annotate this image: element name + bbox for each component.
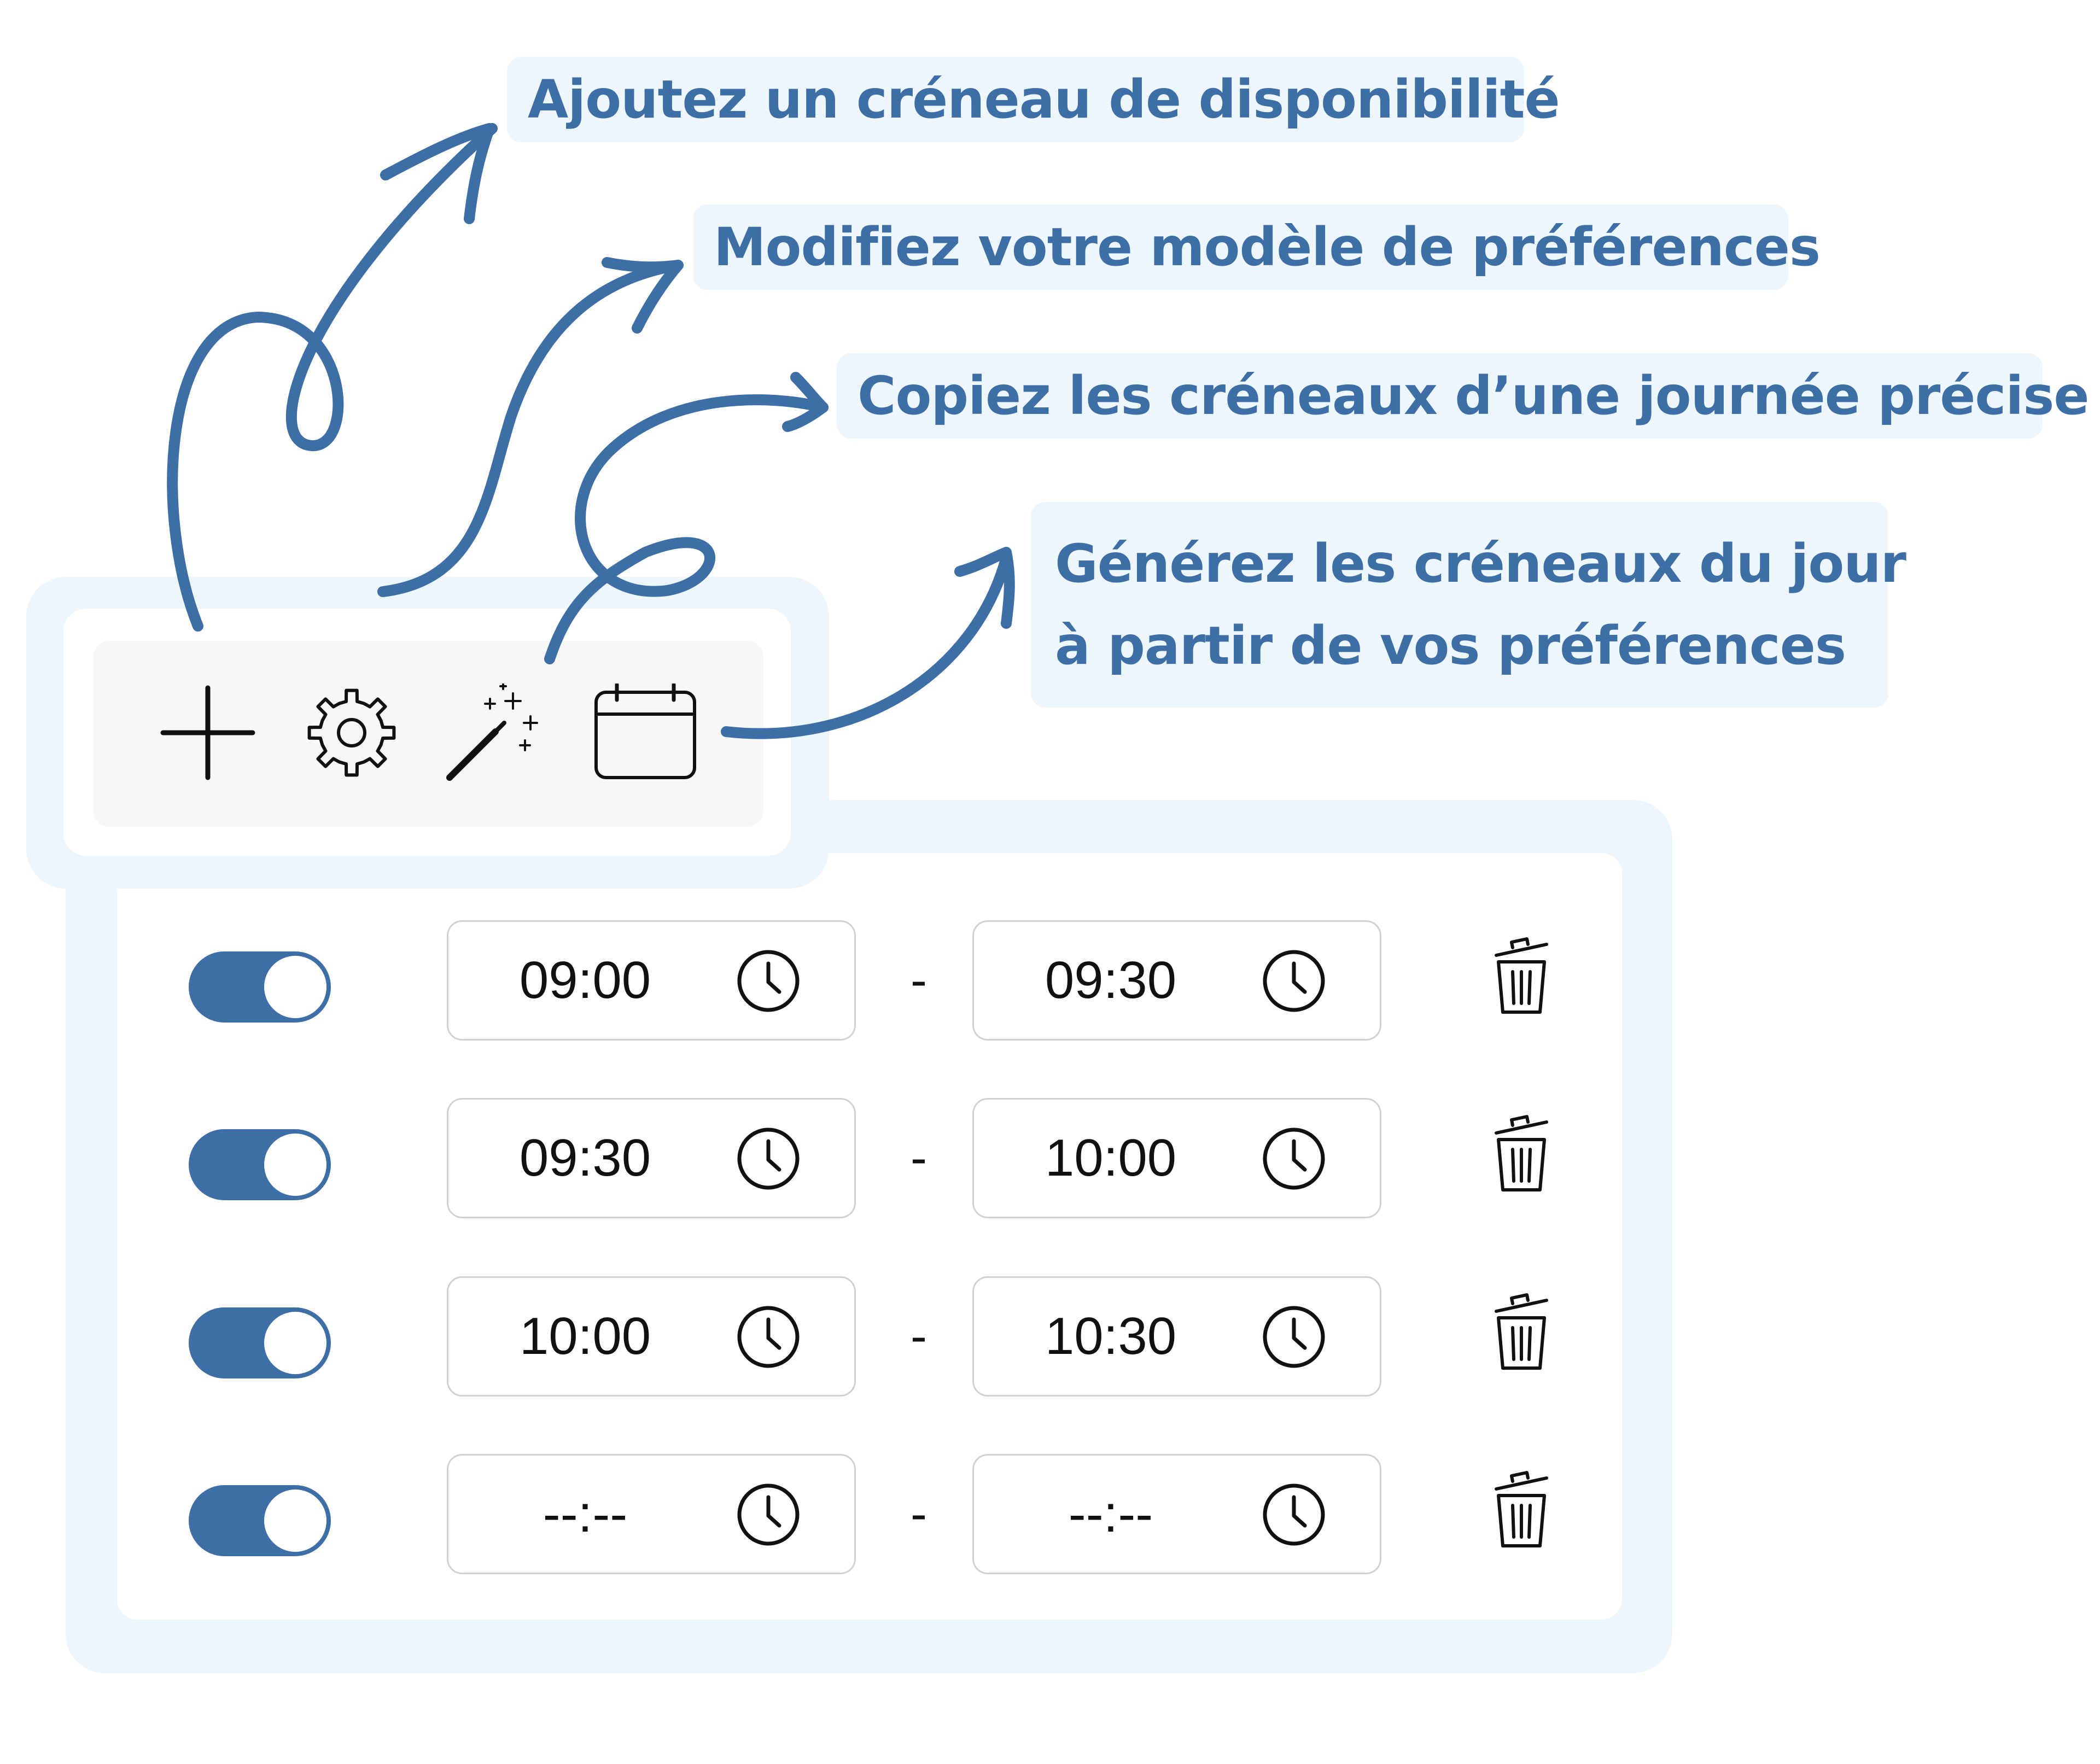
callout-edit-template-text: Modifiez votre modèle de préférences <box>714 217 1821 278</box>
clock-icon[interactable] <box>736 948 801 1014</box>
end-time-input[interactable]: 10:30 <box>972 1276 1381 1397</box>
toggle-knob <box>264 956 326 1018</box>
slot-row-2: 09:30 - 10:00 <box>0 1098 2100 1224</box>
callout-add-slot: Ajoutez un créneau de disponibilité <box>507 57 1560 142</box>
toggle-knob <box>264 1134 326 1196</box>
callout-copy-day-text: Copiez les créneaux d’une journée précis… <box>858 365 2089 427</box>
start-time-value: 09:30 <box>519 1129 651 1187</box>
end-time-input[interactable]: 09:30 <box>972 920 1381 1041</box>
start-time-input[interactable]: 09:00 <box>447 920 856 1041</box>
generate-day-button[interactable] <box>591 678 700 787</box>
arrow-add-slot <box>167 123 498 632</box>
toggle-knob <box>264 1490 326 1552</box>
slot-row-4: --:-- - --:-- <box>0 1454 2100 1580</box>
end-time-input[interactable]: --:-- <box>972 1454 1381 1574</box>
start-time-value: 10:00 <box>519 1307 651 1365</box>
slot-toggle[interactable] <box>189 1129 331 1200</box>
clock-icon[interactable] <box>1261 948 1327 1014</box>
end-time-value: 10:00 <box>1045 1129 1177 1187</box>
clock-icon[interactable] <box>1261 1126 1327 1191</box>
callout-generate-day: Générez les créneaux du jour à partir de… <box>1031 502 1906 708</box>
start-time-value: --:-- <box>542 1485 628 1543</box>
start-time-input[interactable]: --:-- <box>447 1454 856 1574</box>
time-separator: - <box>911 1130 927 1185</box>
slot-row-1: 09:00 - 09:30 <box>0 920 2100 1046</box>
trash-icon[interactable] <box>1489 1109 1554 1196</box>
time-separator: - <box>911 953 927 1008</box>
time-separator: - <box>911 1309 927 1364</box>
callout-generate-line-2: à partir de vos préférences <box>1055 615 1846 676</box>
slot-toggle[interactable] <box>189 1307 331 1379</box>
arrow-edit-template <box>377 260 684 597</box>
clock-icon[interactable] <box>736 1304 801 1370</box>
callout-add-slot-text: Ajoutez un créneau de disponibilité <box>528 69 1560 130</box>
edit-template-button[interactable] <box>297 678 406 787</box>
slot-toggle[interactable] <box>189 951 331 1023</box>
callout-copy-day: Copiez les créneaux d’une journée précis… <box>837 353 2089 439</box>
copy-day-button[interactable] <box>438 678 547 787</box>
plus-icon <box>160 685 255 780</box>
trash-icon[interactable] <box>1489 1287 1554 1375</box>
magic-wand-icon <box>446 684 538 781</box>
end-time-value: --:-- <box>1068 1485 1153 1543</box>
end-time-value: 09:30 <box>1045 951 1177 1009</box>
clock-icon[interactable] <box>1261 1304 1327 1370</box>
clock-icon[interactable] <box>1261 1482 1327 1547</box>
slot-row-3: 10:00 - 10:30 <box>0 1276 2100 1402</box>
end-time-value: 10:30 <box>1045 1307 1177 1365</box>
callout-edit-template: Modifiez votre modèle de préférences <box>693 205 1821 290</box>
add-slot-button[interactable] <box>153 678 262 787</box>
start-time-value: 09:00 <box>519 951 651 1009</box>
clock-icon[interactable] <box>736 1482 801 1547</box>
calendar-icon <box>594 684 696 779</box>
slot-toggle[interactable] <box>189 1485 331 1556</box>
start-time-input[interactable]: 09:30 <box>447 1098 856 1218</box>
time-separator: - <box>911 1486 927 1541</box>
clock-icon[interactable] <box>736 1126 801 1191</box>
end-time-input[interactable]: 10:00 <box>972 1098 1381 1218</box>
start-time-input[interactable]: 10:00 <box>447 1276 856 1397</box>
trash-icon[interactable] <box>1489 1465 1554 1552</box>
toggle-knob <box>264 1312 326 1374</box>
callout-generate-line-1: Générez les créneaux du jour <box>1055 533 1906 594</box>
trash-icon[interactable] <box>1489 931 1554 1019</box>
gear-icon <box>307 688 396 777</box>
